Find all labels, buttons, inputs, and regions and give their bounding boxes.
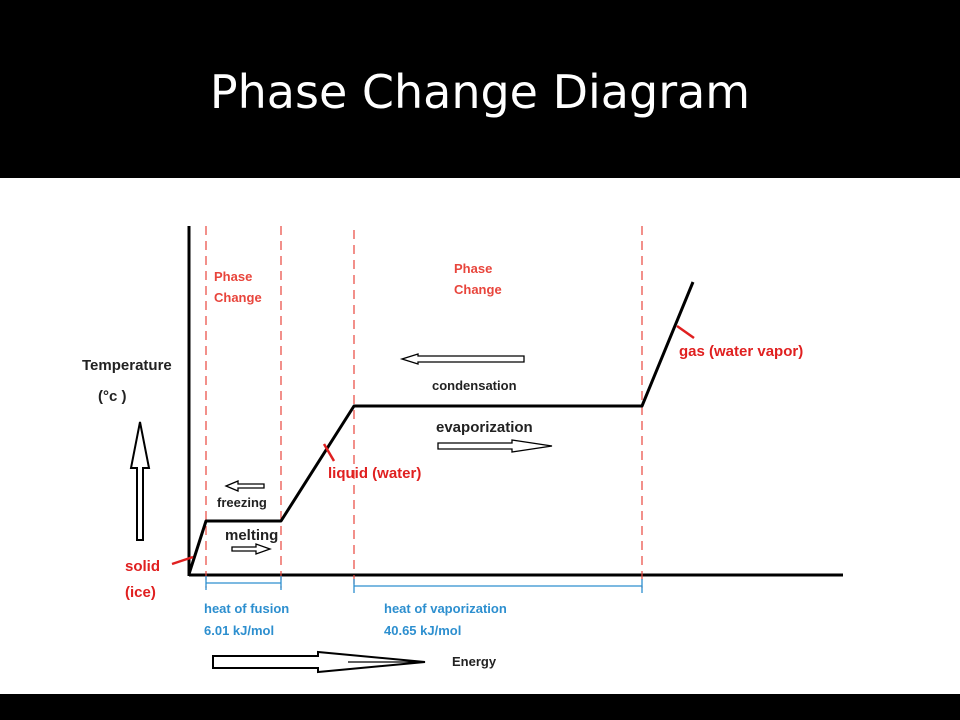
- phase-change-diagram: Phase Change Phase Change Temperature (°…: [82, 226, 843, 674]
- freezing-arrow-icon: [224, 480, 265, 492]
- condensation-label: condensation: [432, 378, 517, 393]
- evaporization-arrow-icon: [437, 439, 553, 453]
- slide-title: Phase Change Diagram: [209, 65, 751, 119]
- phase-change-right-line1: Phase: [454, 261, 492, 276]
- phase-change-left-line2: Change: [214, 290, 262, 305]
- x-axis-label: Energy: [452, 654, 497, 669]
- gas-label: gas (water vapor): [679, 343, 803, 360]
- diagram-canvas: Phase Change Phase Change Temperature (°…: [0, 178, 960, 694]
- heat-of-fusion-bracket: [205, 576, 282, 590]
- condensation-arrow-icon: [399, 353, 525, 365]
- y-axis-label: Temperature: [82, 357, 172, 374]
- y-axis-unit: (°c ): [98, 388, 127, 405]
- melting-label: melting: [225, 527, 278, 544]
- heat-of-fusion-label: heat of fusion: [204, 601, 289, 616]
- solid-pointer: [171, 555, 194, 566]
- temperature-up-arrow-icon: [129, 421, 151, 541]
- heat-of-vaporization-bracket: [353, 579, 643, 593]
- evaporization-label: evaporization: [436, 419, 533, 436]
- solid-sublabel: (ice): [125, 584, 156, 601]
- melting-arrow-icon: [231, 543, 272, 555]
- heat-of-vaporization-label: heat of vaporization: [384, 601, 507, 616]
- freezing-label: freezing: [217, 495, 267, 510]
- gas-pointer: [676, 324, 695, 340]
- energy-arrow-icon: [212, 650, 426, 674]
- liquid-pointer: [322, 443, 336, 462]
- heat-of-fusion-value: 6.01 kJ/mol: [204, 623, 274, 638]
- bottom-band: [0, 694, 960, 720]
- title-bar: Phase Change Diagram: [0, 0, 960, 178]
- phase-change-left-line1: Phase: [214, 269, 252, 284]
- solid-label: solid: [125, 558, 160, 575]
- phase-change-right-line2: Change: [454, 282, 502, 297]
- liquid-label: liquid (water): [328, 465, 421, 482]
- heating-curve: [187, 281, 695, 575]
- heat-of-vaporization-value: 40.65 kJ/mol: [384, 623, 461, 638]
